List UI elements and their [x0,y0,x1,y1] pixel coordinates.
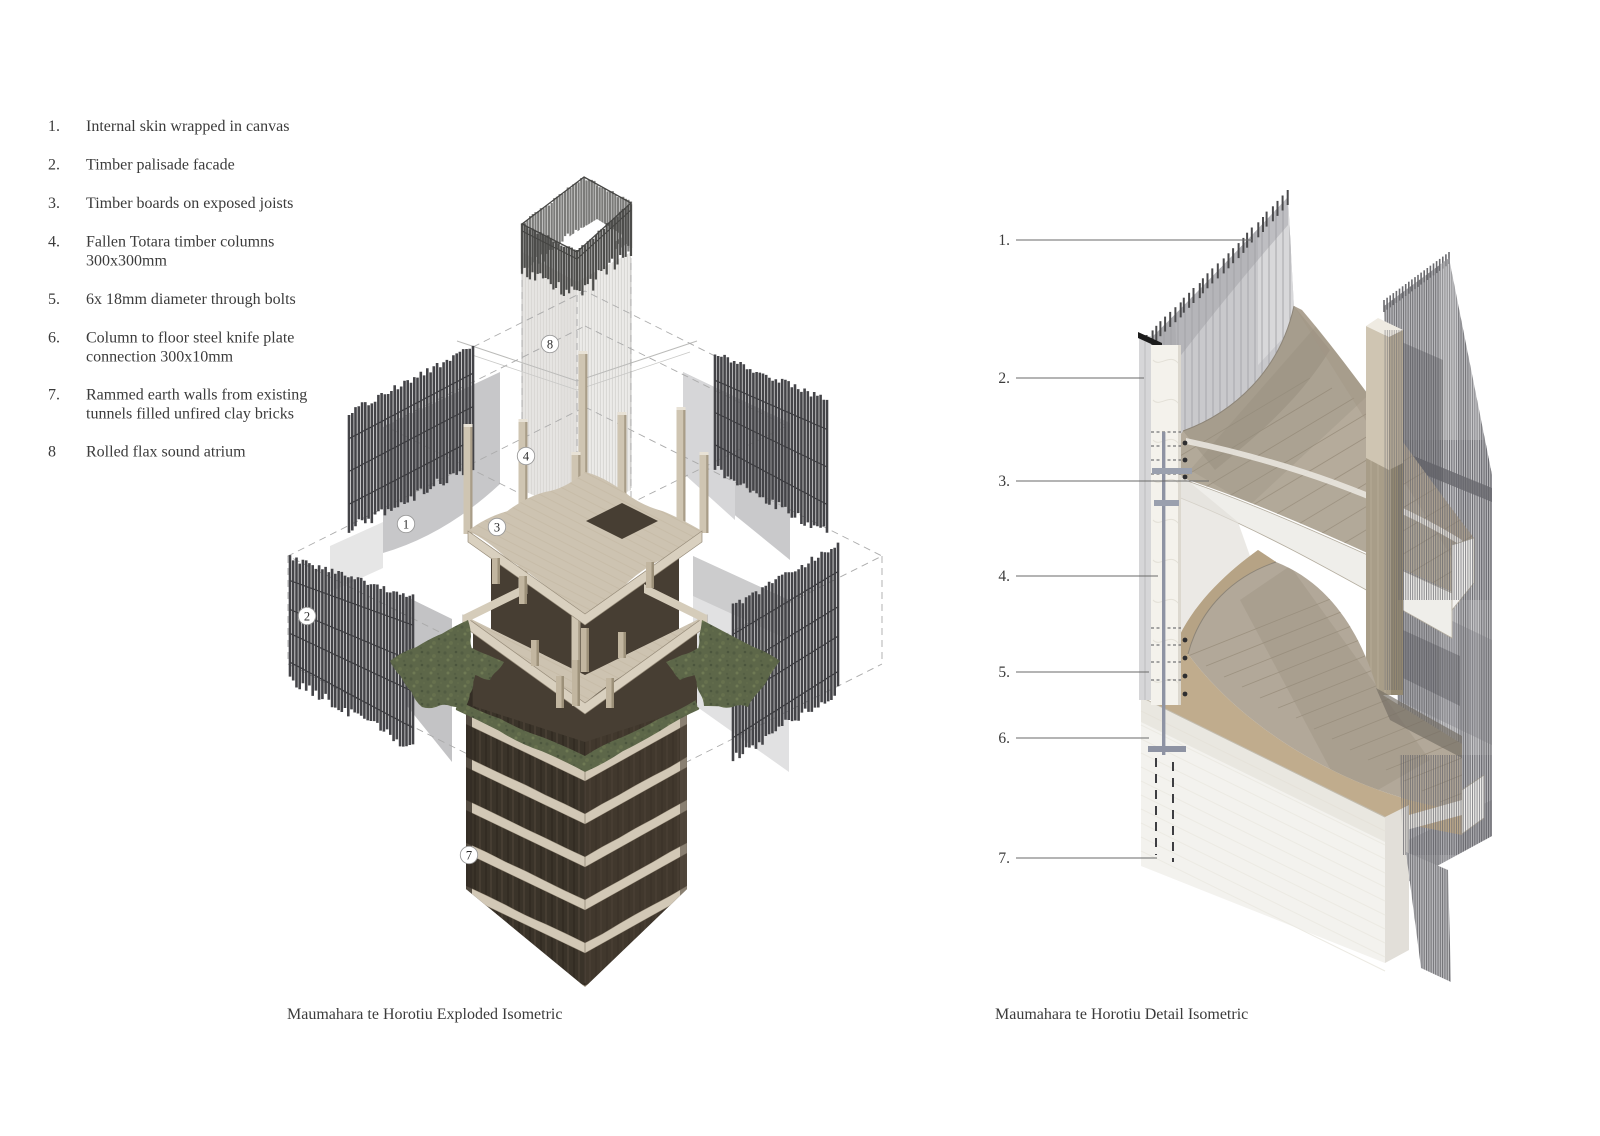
svg-text:2.: 2. [998,370,1010,387]
svg-text:2.: 2. [48,157,60,174]
svg-text:5.: 5. [48,291,60,308]
svg-text:Fallen Totara timber columns: Fallen Totara timber columns [86,234,274,251]
svg-text:2: 2 [304,609,310,623]
svg-text:8: 8 [48,444,56,461]
svg-text:8: 8 [547,337,553,351]
svg-text:1.: 1. [998,232,1010,249]
svg-text:4: 4 [523,449,530,463]
svg-text:3.: 3. [48,195,60,212]
svg-text:3.: 3. [998,473,1010,490]
svg-text:Internal skin wrapped in canva: Internal skin wrapped in canvas [86,118,289,135]
svg-text:3: 3 [494,520,500,534]
svg-text:4.: 4. [48,234,60,251]
svg-text:Rolled flax sound atrium: Rolled flax sound atrium [86,444,246,461]
svg-text:connection 300x10mm: connection 300x10mm [86,349,234,366]
svg-text:Timber palisade facade: Timber palisade facade [86,157,235,174]
svg-text:7: 7 [466,848,472,862]
svg-text:6.: 6. [998,730,1010,747]
svg-text:5.: 5. [998,664,1010,681]
svg-text:Maumahara te Horotiu Exploded: Maumahara te Horotiu Exploded Isometric [287,1006,562,1023]
svg-text:Column to floor steel knife pl: Column to floor steel knife plate [86,330,294,347]
svg-text:Timber boards on exposed joist: Timber boards on exposed joists [86,195,293,212]
svg-text:7.: 7. [998,850,1010,867]
svg-text:6.: 6. [48,330,60,347]
svg-text:4.: 4. [998,568,1010,585]
svg-text:300x300mm: 300x300mm [86,253,167,270]
svg-text:7.: 7. [48,387,60,404]
svg-text:6x 18mm diameter through bolts: 6x 18mm diameter through bolts [86,291,296,308]
svg-text:1: 1 [403,517,409,531]
svg-text:Rammed earth walls from existi: Rammed earth walls from existing [86,387,307,404]
svg-text:Maumahara te Horotiu Detail Is: Maumahara te Horotiu Detail Isometric [995,1006,1248,1023]
svg-text:tunnels filled unfired clay br: tunnels filled unfired clay bricks [86,406,294,423]
svg-text:1.: 1. [48,118,60,135]
